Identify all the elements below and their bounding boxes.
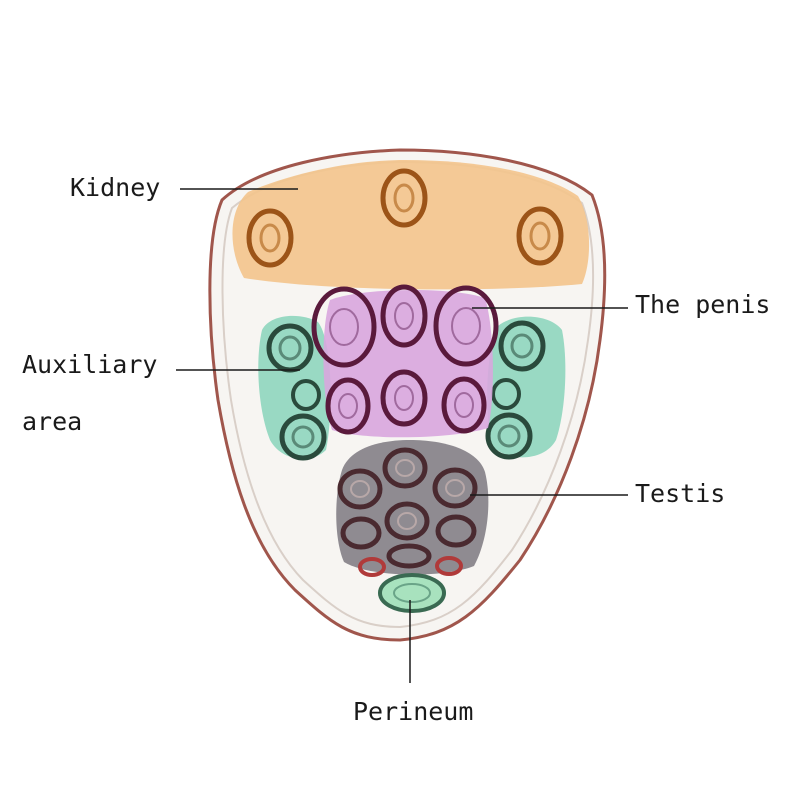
kidney-point: [246, 208, 294, 268]
testis-label: Testis: [635, 479, 726, 508]
penis-point: [441, 376, 487, 434]
penis-point: [329, 308, 359, 346]
penis-point: [311, 286, 377, 368]
testis-point: [435, 556, 463, 576]
auxiliary-point: [278, 335, 302, 361]
penis-point: [380, 369, 428, 427]
testis-point: [340, 516, 382, 550]
auxiliary-point: [510, 333, 534, 359]
auxiliary-point: [498, 320, 546, 372]
penis-point: [394, 385, 414, 411]
kidney-point: [516, 206, 564, 266]
kidney-point: [393, 183, 415, 213]
perineum-zone: [378, 574, 446, 612]
auxiliary-point: [491, 378, 521, 410]
testis-point: [382, 447, 428, 489]
testis-point: [395, 459, 415, 477]
testis-point: [397, 512, 417, 530]
testis-point: [350, 480, 370, 498]
auxiliary-point: [485, 412, 533, 460]
penis-point: [338, 393, 358, 419]
penis-point: [394, 302, 414, 330]
auxiliary-points: [266, 320, 546, 461]
auxiliary-area-label: Auxiliary: [22, 350, 158, 379]
testis-point: [386, 543, 432, 569]
testis-points: [337, 447, 478, 577]
penis-point: [454, 392, 474, 418]
perineum-label: Perineum: [353, 697, 474, 726]
auxiliary-point: [497, 424, 521, 448]
penis-label: The penis: [635, 290, 771, 319]
leader-lines: [176, 188, 628, 683]
auxiliary-point: [279, 413, 327, 461]
testis-point: [337, 468, 383, 510]
testis-point: [358, 557, 386, 577]
penis-point: [325, 377, 371, 435]
auxiliary-point: [291, 425, 315, 449]
penis-points: [311, 284, 499, 435]
kidney-point: [529, 221, 551, 251]
penis-point: [451, 307, 481, 345]
penis-point: [433, 285, 499, 367]
auxiliary-point: [291, 379, 321, 411]
auxiliary-zone-right: [487, 316, 566, 458]
penis-point: [380, 284, 428, 348]
kidney-point: [259, 223, 281, 253]
perineum-point: [378, 573, 446, 613]
testis-point: [445, 479, 465, 497]
kidney-point: [380, 168, 428, 228]
kidney-points: [246, 168, 564, 268]
kidney-label: Kidney: [70, 173, 161, 202]
testis-point: [435, 514, 477, 548]
perineum-point: [393, 583, 431, 603]
testis-point: [432, 467, 478, 509]
testis-point: [384, 501, 430, 541]
auxiliary-area-label-line2: area: [22, 407, 83, 436]
